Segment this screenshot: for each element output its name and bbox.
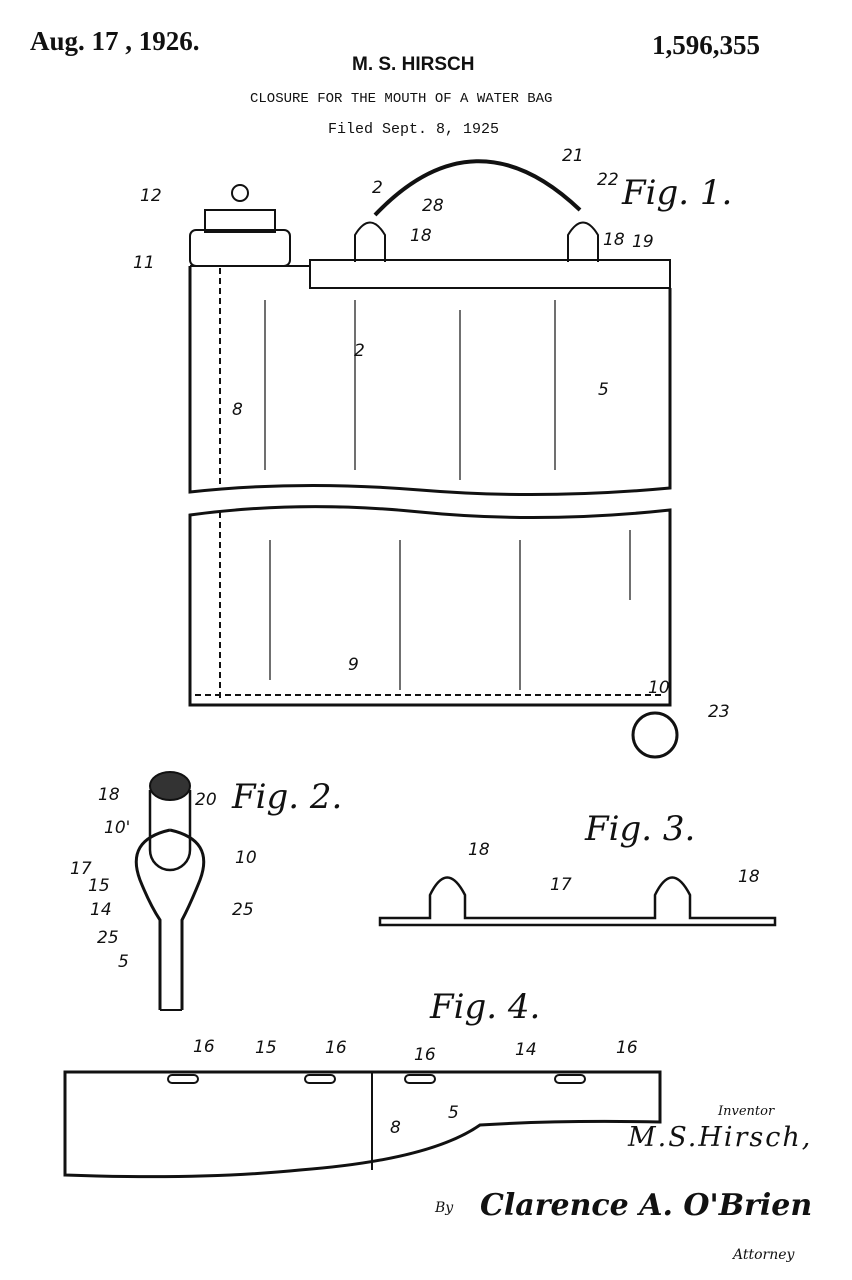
ref-numeral: 16	[616, 1038, 638, 1058]
loop-left	[354, 221, 386, 262]
ref-numeral: 15	[88, 876, 110, 896]
patent-number: 1,596,355	[652, 30, 760, 60]
fig3-drawing	[378, 876, 777, 927]
ring-23	[631, 711, 679, 759]
patent-date: Aug. 17 , 1926.	[30, 26, 200, 56]
ref-numeral: 11	[133, 253, 155, 273]
loop-right	[567, 221, 599, 262]
fig2-label: Fig. 2.	[232, 777, 343, 817]
attorney-label: Attorney	[733, 1247, 795, 1263]
fig4-label: Fig. 4.	[430, 987, 541, 1027]
ref-numeral: 22	[597, 170, 619, 190]
ref-numeral: 28	[422, 196, 444, 216]
ref-numeral: 12	[140, 186, 162, 206]
ref-numeral: 19	[632, 232, 654, 252]
fig2-drawing	[134, 771, 206, 1011]
ref-numeral: 18	[738, 867, 760, 887]
ref-numeral: 5	[448, 1103, 459, 1123]
ref-numeral: 16	[325, 1038, 347, 1058]
ref-numeral: 14	[90, 900, 112, 920]
fig4-drawing	[63, 1070, 662, 1179]
fig1-label: Fig. 1.	[622, 173, 733, 213]
inventor-name: M. S. HIRSCH	[352, 54, 475, 75]
ref-numeral: 18	[410, 226, 432, 246]
ref-numeral: 18	[603, 230, 625, 250]
ref-numeral: 17	[70, 859, 92, 879]
ref-numeral: 18	[468, 840, 490, 860]
ref-numeral: 10	[235, 848, 257, 868]
ref-numeral: 23	[708, 702, 730, 722]
fig1-drawing	[188, 159, 679, 759]
ref-numeral: 10'	[104, 818, 131, 838]
inventor-label: Inventor	[718, 1104, 775, 1119]
filed-date: Filed Sept. 8, 1925	[328, 121, 500, 138]
bag-lower	[188, 505, 672, 707]
ref-numeral: 18	[98, 785, 120, 805]
ref-numeral: 25	[97, 928, 119, 948]
closure-strip	[309, 259, 671, 289]
ref-numeral: 10	[648, 678, 670, 698]
bag-upper	[188, 266, 672, 497]
cap-body	[189, 229, 291, 267]
inventor-signature: M.S.Hirsch,	[628, 1122, 813, 1153]
ref-numeral: 16	[414, 1045, 436, 1065]
ref-numeral: 2	[372, 178, 383, 198]
ref-numeral: 21	[562, 146, 584, 166]
attorney-signature: Clarence A. O'Brien	[480, 1188, 813, 1223]
ref-numeral: 15	[255, 1038, 277, 1058]
ref-numeral: 20	[195, 790, 217, 810]
ref-numeral: 17	[550, 875, 572, 895]
ref-numeral: 16	[193, 1037, 215, 1057]
ref-numeral: 5	[598, 380, 609, 400]
cap-ring	[231, 184, 249, 202]
cap-top	[204, 209, 276, 233]
handle	[373, 159, 582, 217]
by-label: By	[435, 1200, 454, 1216]
ref-numeral: 5	[118, 952, 129, 972]
patent-title: CLOSURE FOR THE MOUTH OF A WATER BAG	[250, 91, 553, 107]
ref-numeral: 2	[354, 341, 365, 361]
ref-numeral: 8	[390, 1118, 401, 1138]
ref-numeral: 8	[232, 400, 243, 420]
ref-numeral: 25	[232, 900, 254, 920]
ref-numeral: 14	[515, 1040, 537, 1060]
ref-numeral: 9	[348, 655, 359, 675]
fig3-label: Fig. 3.	[585, 809, 696, 849]
